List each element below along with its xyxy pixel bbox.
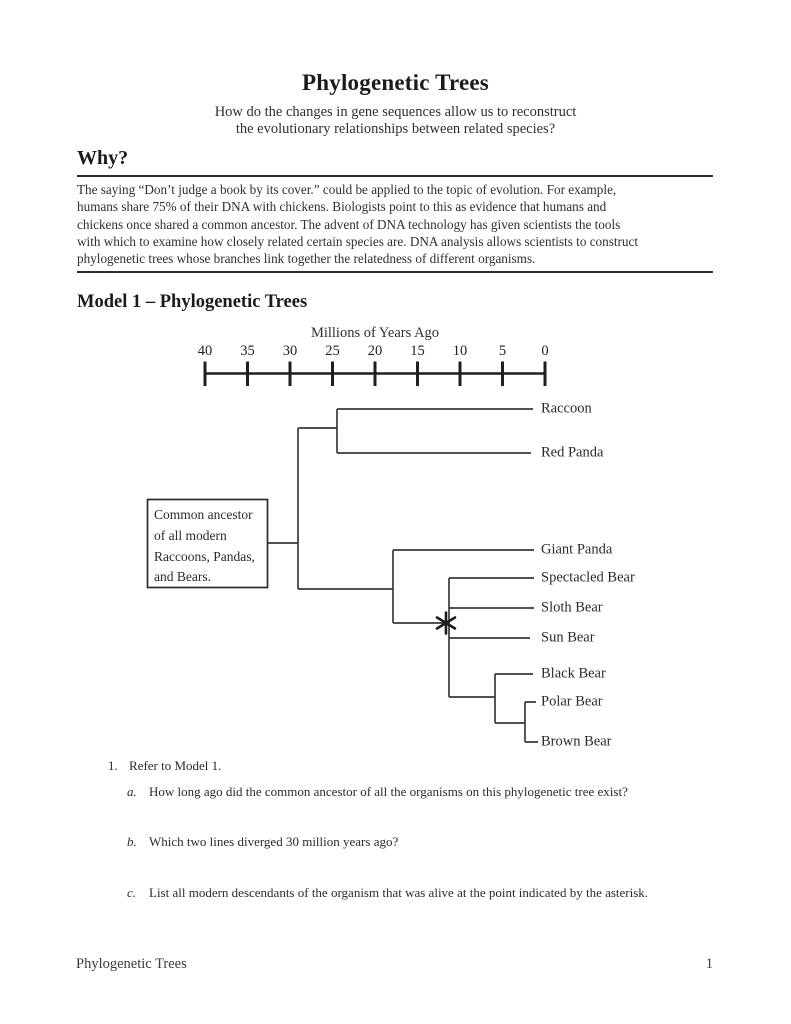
timeline-ticks [203, 361, 547, 386]
timeline-tick-label: 5 [498, 343, 507, 359]
tree-branches [268, 408, 538, 743]
page-title: Phylogenetic Trees [302, 70, 489, 95]
divider-bottom [77, 271, 713, 273]
sub-question: b. Which two lines diverged 30 million ye… [0, 834, 791, 852]
species-label: Brown Bear [541, 733, 612, 750]
timeline-title: Millions of Years Ago [310, 325, 440, 341]
why-heading: Why? [77, 147, 129, 169]
why-paragraph: The saying “Don’t judge a book by its co… [77, 181, 638, 267]
species-label: Sun Bear [541, 629, 595, 646]
footer-title: Phylogenetic Trees [76, 956, 187, 972]
species-label: Sloth Bear [541, 599, 603, 616]
sub-question: a. How long ago did the common ancestor o… [0, 784, 791, 802]
subtitle-line: the evolutionary relationships between r… [235, 121, 556, 137]
timeline-tick-label: 15 [410, 343, 425, 359]
ancestor-box-line: Raccoons, Pandas, [154, 548, 255, 564]
timeline-tick-label: 0 [541, 343, 549, 359]
timeline-tick-label: 30 [282, 343, 298, 359]
timeline-tick-label: 35 [240, 343, 255, 359]
question-1-text: Refer to Model 1. [129, 758, 222, 773]
species-label: Giant Panda [541, 541, 613, 558]
species-label: Raccoon [541, 400, 592, 417]
ancestor-box-line: of all modern [154, 527, 227, 543]
sub-question-letter: a. [127, 784, 137, 799]
species-label: Spectacled Bear [541, 569, 635, 586]
question-1-number: 1. [108, 758, 118, 773]
page-number: 1 [705, 956, 713, 972]
species-label: Polar Bear [541, 693, 603, 710]
ancestor-box-line: and Bears. [154, 569, 211, 585]
subtitle-line: How do the changes in gene sequences all… [214, 104, 577, 120]
species-label: Red Panda [541, 444, 604, 461]
sub-question-letter: b. [127, 834, 137, 849]
timeline-tick-label: 10 [452, 343, 468, 359]
ancestor-box-line: Common ancestor [154, 507, 253, 522]
why-paragraph-line: chickens once shared a common ancestor. … [77, 216, 621, 232]
asterisk-marker-icon [435, 611, 457, 635]
sub-question-text: How long ago did the common ancestor of … [149, 784, 628, 799]
subtitle: How do the changes in gene sequences all… [0, 104, 791, 138]
sub-question: c. List all modern descendants of the org… [0, 885, 791, 903]
timeline-tick-label: 20 [367, 343, 383, 359]
species-label: Black Bear [541, 665, 606, 682]
question-1: 1. Refer to Model 1. [0, 758, 791, 776]
why-paragraph-line: The saying “Don’t judge a book by its co… [77, 182, 617, 197]
why-paragraph-line: with which to examine how closely relate… [77, 233, 639, 249]
model1-heading: Model 1 – Phylogenetic Trees [77, 292, 308, 312]
timeline-tick-label: 40 [197, 343, 213, 359]
why-paragraph-line: humans share 75% of their DNA with chick… [77, 199, 607, 215]
sub-question-text: Which two lines diverged 30 million year… [149, 834, 399, 849]
divider-top [77, 175, 713, 177]
why-paragraph-line: phylogenetic trees whose branches link t… [77, 251, 536, 267]
sub-question-text: List all modern descendants of the organ… [149, 885, 649, 900]
sub-question-letter: c. [127, 885, 137, 900]
timeline-tick-label: 25 [325, 343, 340, 359]
